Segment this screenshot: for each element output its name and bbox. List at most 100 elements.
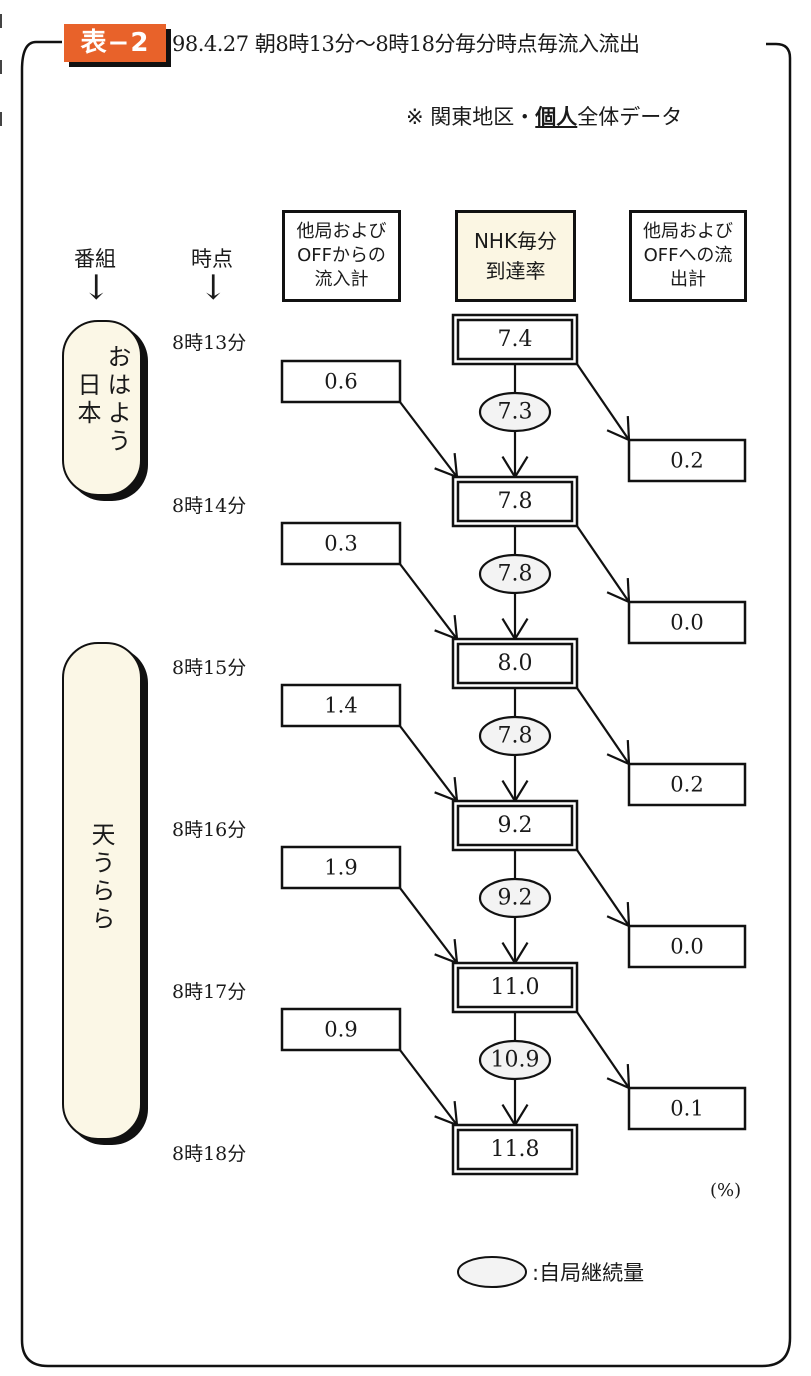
time-column-arrow-icon: ↓ (199, 268, 228, 308)
time-column-label: 時点 (191, 247, 233, 271)
nhk-header-line: 到達率 (485, 259, 546, 283)
program-ohayou-nippon: おはよう 日本 (62, 320, 142, 496)
retained-value: 9.2 (498, 886, 533, 911)
program-name-column: 日本 (73, 372, 101, 428)
outflow-header-line: OFFへの流 (643, 245, 733, 266)
inflow-value: 0.3 (324, 532, 357, 556)
cropped-text-fragment (0, 14, 12, 28)
nhk-reach-value: 11.8 (491, 1137, 540, 1162)
inflow-header-line: 他局および (296, 221, 387, 242)
retained-arrowhead-icon (501, 779, 529, 802)
inflow-arrow (399, 401, 458, 478)
inflow-value: 1.9 (324, 856, 357, 880)
outflow-box (627, 924, 747, 969)
outflow-arrowhead-icon (606, 1063, 631, 1090)
inflow-box (280, 683, 402, 728)
nhk-reach-value: 11.0 (491, 975, 540, 1000)
time-label: 8時13分 (172, 332, 247, 354)
nhk-reach-box-inner (456, 804, 574, 847)
inflow-arrow (399, 1049, 458, 1126)
outflow-arrow (576, 363, 630, 441)
program-column-arrow-icon: ↓ (82, 268, 111, 308)
outflow-arrow (576, 1011, 630, 1089)
program-column-label: 番組 (74, 247, 116, 271)
outflow-column-header: 他局および OFFへの流 出計 (629, 210, 747, 302)
retained-value: 7.3 (498, 400, 533, 425)
inflow-arrowhead-icon (434, 1101, 459, 1127)
time-label: 8時17分 (172, 981, 247, 1003)
nhk-reach-value: 7.8 (498, 489, 533, 514)
retained-value: 7.8 (498, 724, 533, 749)
inflow-arrow (399, 887, 458, 964)
data-scope-note: ※ 関東地区・個人全体データ (406, 101, 682, 131)
inflow-box (280, 1007, 402, 1052)
retained-value: 7.8 (498, 562, 533, 587)
inflow-arrowhead-icon (434, 615, 459, 641)
retained-ellipse (478, 391, 552, 433)
retained-value: 10.9 (491, 1048, 540, 1073)
nhk-reach-box-inner (456, 966, 574, 1009)
unit-label: (%) (710, 1180, 742, 1201)
outflow-value: 0.0 (670, 611, 703, 635)
inflow-header-line: OFFからの (297, 245, 386, 266)
inflow-box (280, 359, 402, 404)
nhk-reach-box (451, 799, 579, 852)
outflow-value: 0.2 (670, 773, 703, 797)
inflow-arrow (399, 725, 458, 802)
table-number-badge: 表−2 (64, 24, 166, 62)
nhk-reach-box-inner (456, 318, 574, 361)
inflow-column-header: 他局および OFFからの 流入計 (282, 210, 401, 302)
outflow-value: 0.2 (670, 449, 703, 473)
legend-label: :自局継続量 (532, 1261, 645, 1285)
inflow-box (280, 521, 402, 566)
outflow-arrowhead-icon (606, 415, 631, 442)
retained-arrowhead-icon (501, 617, 529, 640)
nhk-reach-box-inner (456, 480, 574, 523)
diagram-title: 98.4.27 朝8時13分〜8時18分毎分時点毎流入流出 (172, 32, 640, 56)
cropped-text-fragment (0, 112, 12, 126)
nhk-reach-box (451, 1123, 579, 1176)
inflow-arrow (399, 563, 458, 640)
note-emphasis: 個人 (535, 105, 578, 129)
retained-arrowhead-icon (501, 941, 529, 964)
nhk-reach-value: 8.0 (498, 651, 533, 676)
cropped-text-fragment (0, 60, 12, 74)
inflow-box (280, 845, 402, 890)
time-label: 8時16分 (172, 819, 247, 841)
program-tenurara: 天うらら (62, 642, 142, 1140)
retained-arrowhead-icon (501, 1103, 529, 1126)
time-label: 8時15分 (172, 657, 247, 679)
inflow-header-line: 流入計 (314, 269, 369, 290)
outflow-header-line: 他局および (643, 221, 733, 242)
outflow-value: 0.0 (670, 935, 703, 959)
legend-ellipse-icon (457, 1256, 527, 1288)
inflow-arrowhead-icon (434, 777, 459, 803)
inflow-arrowhead-icon (434, 939, 459, 965)
note-prefix: ※ 関東地区・ (406, 105, 536, 129)
retained-ellipse (478, 877, 552, 919)
nhk-header-line: NHK毎分 (473, 229, 558, 253)
nhk-reach-box (451, 961, 579, 1014)
nhk-reach-value: 7.4 (498, 327, 533, 352)
retained-arrowhead-icon (501, 455, 529, 478)
nhk-reach-column-header: NHK毎分 到達率 (455, 210, 576, 302)
time-label: 8時18分 (172, 1143, 247, 1165)
program-name-column: おはよう (103, 344, 131, 456)
nhk-reach-box (451, 313, 579, 366)
outflow-box (627, 600, 747, 645)
inflow-value: 0.6 (324, 370, 357, 394)
time-label: 8時14分 (172, 495, 247, 517)
nhk-reach-value: 9.2 (498, 813, 533, 838)
note-suffix: 全体データ (577, 105, 683, 129)
outflow-arrow (576, 687, 630, 765)
retained-ellipse (478, 553, 552, 595)
inflow-value: 0.9 (324, 1018, 357, 1042)
outflow-arrowhead-icon (606, 901, 631, 928)
outflow-arrowhead-icon (606, 739, 631, 766)
outflow-value: 0.1 (670, 1097, 703, 1121)
outflow-header-line: 出計 (670, 269, 706, 290)
outflow-arrow (576, 849, 630, 927)
program-name-column: 天うらら (87, 822, 115, 934)
